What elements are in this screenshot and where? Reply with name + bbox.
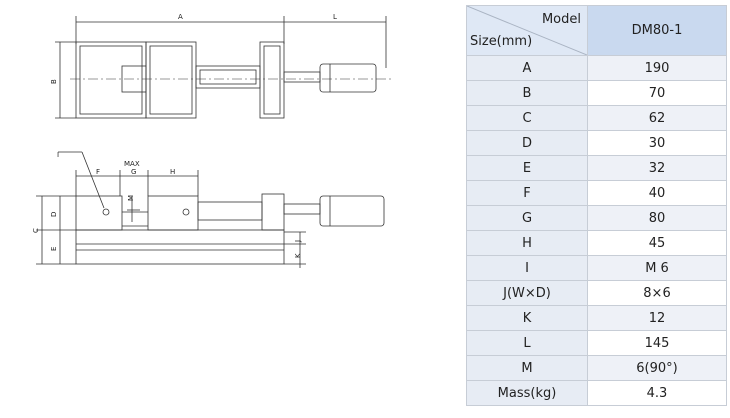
row-label: L (466, 330, 588, 356)
row-value: 32 (587, 155, 727, 181)
row-value: M 6 (587, 255, 727, 281)
row-value: 80 (587, 205, 727, 231)
label-F: F (96, 168, 100, 176)
row-value: 8×6 (587, 280, 727, 306)
row-label: E (466, 155, 588, 181)
row-value: 6(90°) (587, 355, 727, 381)
row-label: H (466, 230, 588, 256)
label-M: M (127, 195, 135, 201)
row-label: C (466, 105, 588, 131)
label-J: J (294, 240, 302, 243)
label-MAX: MAX (124, 160, 140, 168)
row-label: F (466, 180, 588, 206)
row-value: 4.3 (587, 380, 727, 406)
label-H: H (170, 168, 175, 176)
label-L: L (333, 13, 337, 21)
row-value: 30 (587, 130, 727, 156)
row-value: 40 (587, 180, 727, 206)
label-K: K (294, 253, 302, 258)
row-value: 12 (587, 305, 727, 331)
row-label: B (466, 80, 588, 106)
label-C: C (32, 228, 40, 233)
row-label: G (466, 205, 588, 231)
technical-drawing: A L B I MAX F G H M D C E J K (32, 13, 392, 268)
row-label: Mass(kg) (466, 380, 588, 406)
row-label: K (466, 305, 588, 331)
header-size-label: Size(mm) (470, 34, 533, 49)
row-value: 62 (587, 105, 727, 131)
label-D: D (50, 212, 58, 217)
header-corner-cell: Model Size(mm) (466, 5, 588, 56)
label-E: E (50, 247, 58, 251)
row-label: I (466, 255, 588, 281)
header-model-label: Model (541, 12, 581, 27)
row-value: 70 (587, 80, 727, 106)
row-label: D (466, 130, 588, 156)
row-value: 145 (587, 330, 727, 356)
label-I: I (57, 151, 59, 159)
row-label: A (466, 55, 588, 81)
table-row: J(W×D)8×6 (466, 280, 727, 306)
row-value: 45 (587, 230, 727, 256)
row-label: M (466, 355, 588, 381)
label-G: G (131, 168, 136, 176)
label-A: A (178, 13, 183, 21)
row-label: J(W×D) (466, 280, 588, 306)
header-product-cell: DM80-1 (587, 5, 727, 56)
row-value: 190 (587, 55, 727, 81)
label-B: B (50, 79, 58, 84)
table-row: Mass(kg)4.3 (466, 380, 727, 406)
table-header-row: Model Size(mm) DM80-1 (466, 5, 727, 56)
